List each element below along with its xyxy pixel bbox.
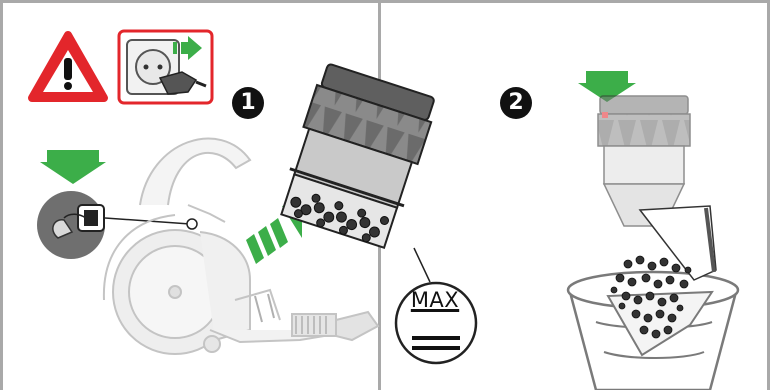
step-2-number: 2 xyxy=(500,87,532,119)
green-arrow-down-icon-2 xyxy=(578,71,636,102)
max-fill-level-callout xyxy=(394,247,478,365)
green-arrow-down-icon xyxy=(40,150,106,184)
waste-bin xyxy=(566,270,740,390)
vacuum-cleaner-illustration xyxy=(102,137,380,355)
dust-bin-faded xyxy=(597,95,691,227)
dust-bin-with-debris xyxy=(280,63,435,249)
emptying-debris xyxy=(610,205,717,339)
max-label: MAX xyxy=(410,288,460,312)
unplug-from-socket-icon xyxy=(117,29,214,105)
step-1-number: 1 xyxy=(232,87,264,119)
warning-triangle-icon xyxy=(28,31,108,102)
